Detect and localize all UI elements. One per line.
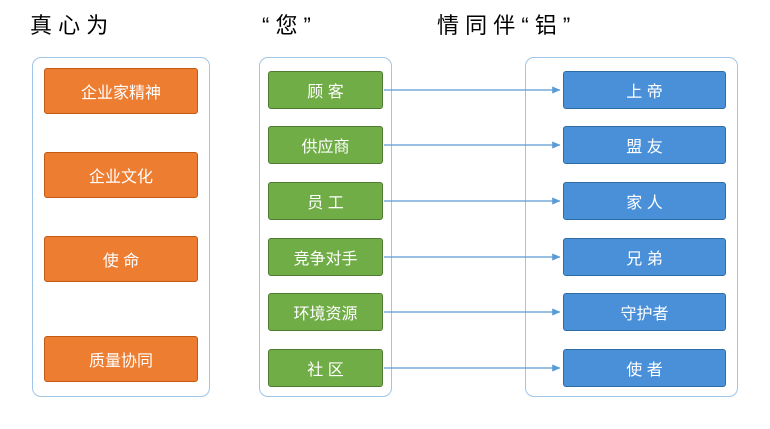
panel-stakeholders (259, 57, 392, 397)
stakeholder-box-1[interactable]: 顾 客 (268, 71, 383, 109)
stakeholder-box-3[interactable]: 员 工 (268, 182, 383, 220)
stakeholder-box-2[interactable]: 供应商 (268, 126, 383, 164)
role-box-1[interactable]: 上 帝 (563, 71, 726, 109)
value-box-4[interactable]: 质量协同 (44, 336, 198, 382)
role-box-2[interactable]: 盟 友 (563, 126, 726, 164)
role-box-6[interactable]: 使 者 (563, 349, 726, 387)
title-segment-left: 真 心 为 (30, 13, 109, 38)
diagram-title-row: 真 心 为 “ 您 ” 情 同 伴 “ 铝 ” (0, 6, 770, 48)
panel-roles (525, 57, 738, 397)
value-box-2[interactable]: 企业文化 (44, 152, 198, 198)
title-segment-middle: “ 您 ” (262, 13, 311, 38)
stakeholder-box-5[interactable]: 环境资源 (268, 293, 383, 331)
value-box-1[interactable]: 企业家精神 (44, 68, 198, 114)
value-box-3[interactable]: 使 命 (44, 236, 198, 282)
title-segment-right: 情 同 伴 “ 铝 ” (437, 13, 571, 38)
stakeholder-box-6[interactable]: 社 区 (268, 349, 383, 387)
role-box-3[interactable]: 家 人 (563, 182, 726, 220)
role-box-4[interactable]: 兄 弟 (563, 238, 726, 276)
stakeholder-box-4[interactable]: 竞争对手 (268, 238, 383, 276)
role-box-5[interactable]: 守护者 (563, 293, 726, 331)
